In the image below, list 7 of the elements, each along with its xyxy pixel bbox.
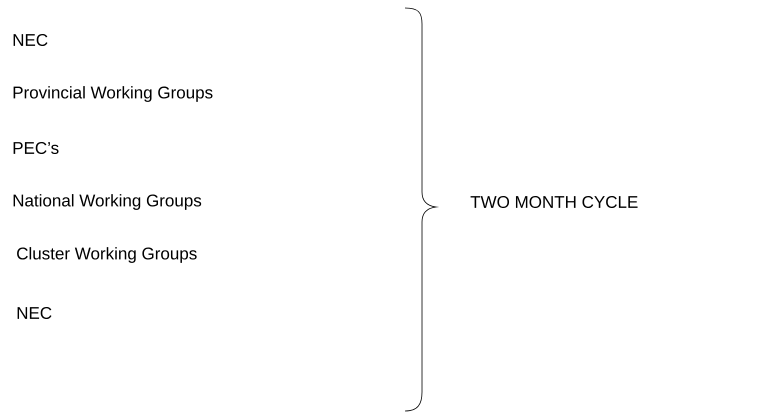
text-label: PEC’s — [14, 142, 59, 154]
text-label: TWO MONTH CYCLE — [470, 196, 638, 208]
text-label: National Working Groups — [14, 194, 202, 210]
text-label: NEC — [14, 34, 48, 46]
text-label: NEC — [18, 306, 52, 319]
text-label: Provincial Working Groups — [14, 86, 212, 102]
text-label: Cluster Working Groups — [17, 247, 197, 263]
